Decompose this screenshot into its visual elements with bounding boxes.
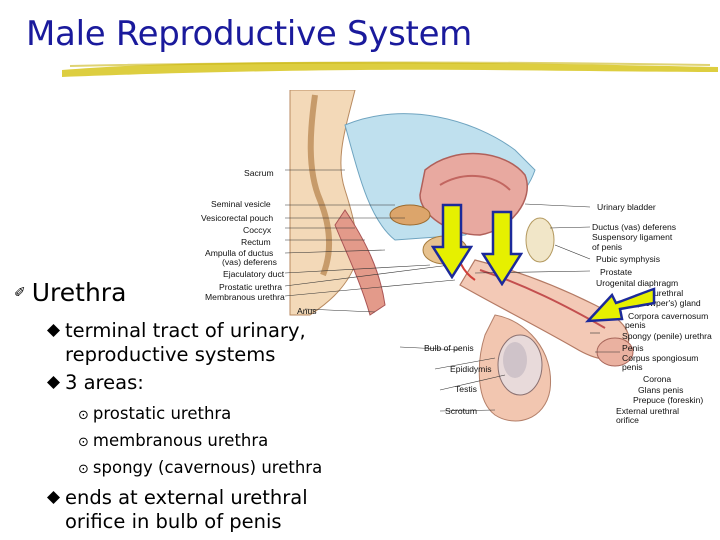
label-epididymis: Epididymis: [450, 364, 492, 374]
circle-dot-bullet-icon: ⊙: [78, 435, 89, 450]
subbullet-spongy: ⊙spongy (cavernous) urethra: [78, 458, 322, 477]
label-ductus-deferens: Ductus (vas) deferens: [592, 222, 677, 232]
subbullet-spongy-text: spongy (cavernous) urethra: [92, 458, 323, 477]
subbullet-membranous-text: membranous urethra: [92, 431, 269, 450]
label-glans-penis: Glans penis: [638, 385, 684, 395]
label-seminal-vesicle: Seminal vesicle: [211, 199, 271, 209]
label-anus: Anus: [297, 306, 317, 316]
label-corpus-spongiosum: Corpus spongiosum: [622, 353, 699, 363]
label-bulb-of-penis: Bulb of penis: [424, 343, 474, 353]
diamond-bullet-icon: [47, 324, 60, 337]
arrow-down-prostatic: [431, 203, 473, 279]
label-urinary-bladder: Urinary bladder: [597, 202, 656, 212]
subbullet-prostatic-text: prostatic urethra: [92, 404, 232, 423]
label-corpora-cavernosum: Corpora cavernosum: [628, 311, 709, 321]
circle-dot-bullet-icon: ⊙: [78, 462, 89, 477]
label-pubic-symphysis: Pubic symphysis: [596, 254, 660, 264]
label-penis: Penis: [622, 343, 644, 353]
bullet-ends-at-line2: orifice in bulb of penis: [65, 510, 282, 533]
arrow-left-spongy: [584, 287, 656, 323]
label-testis: Testis: [455, 384, 477, 394]
label-bulbourethral: urethral: [654, 288, 684, 298]
label-corpus-spongiosum-2: penis: [622, 362, 643, 372]
label-scrotum: Scrotum: [445, 406, 477, 416]
diamond-bullet-icon: [47, 376, 60, 389]
slide-title: Male Reproductive System: [26, 14, 473, 54]
label-prostate: Prostate: [600, 267, 633, 277]
label-urogenital-diaphragm: Urogenital diaphragm: [596, 278, 679, 288]
label-membranous-urethra: Membranous urethra: [205, 292, 285, 302]
label-suspensory-ligament-2: of penis: [592, 242, 623, 252]
subbullet-prostatic: ⊙prostatic urethra: [78, 404, 231, 423]
label-corpora-cavernosum-2: penis: [625, 320, 646, 330]
bullet-ends-at-line1: ends at external urethral: [65, 486, 308, 509]
bullet-urethra: ✐ Urethra: [14, 278, 126, 307]
label-corona: Corona: [643, 374, 672, 384]
title-underline: [62, 61, 718, 77]
label-vesicorectal-pouch: Vesicorectal pouch: [201, 213, 274, 223]
label-ejaculatory-duct: Ejaculatory duct: [223, 269, 285, 279]
bullet-terminal-tract-line1: terminal tract of urinary,: [65, 319, 306, 342]
label-cowpers-gland: (Cowper's) gland: [636, 298, 701, 308]
label-prostatic-urethra: Prostatic urethra: [219, 282, 283, 292]
label-sacrum: Sacrum: [244, 168, 274, 178]
subbullet-membranous: ⊙membranous urethra: [78, 431, 268, 450]
label-external-urethral-orifice: orifice: [616, 415, 639, 425]
bullet-terminal-tract-line2: reproductive systems: [65, 343, 276, 366]
label-spongy-urethra: Spongy (penile) urethra: [622, 331, 712, 341]
circle-dot-bullet-icon: ⊙: [78, 408, 89, 423]
bullet-three-areas-text: 3 areas:: [65, 371, 144, 394]
label-ampulla: Ampulla of ductus: [205, 248, 274, 258]
label-coccyx: Coccyx: [243, 225, 272, 235]
label-prepuce: Prepuce (foreskin): [633, 395, 704, 405]
label-rectum: Rectum: [241, 237, 271, 247]
bullet-urethra-text: Urethra: [31, 278, 127, 307]
label-ampulla-2: (vas) deferens: [222, 257, 277, 267]
label-external-urethral: External urethral: [616, 406, 680, 416]
bullet-pen-icon: ✐: [14, 284, 26, 301]
diamond-bullet-icon: [47, 491, 60, 504]
label-suspensory-ligament: Suspensory ligament: [592, 232, 673, 242]
arrow-down-membranous: [481, 210, 523, 286]
